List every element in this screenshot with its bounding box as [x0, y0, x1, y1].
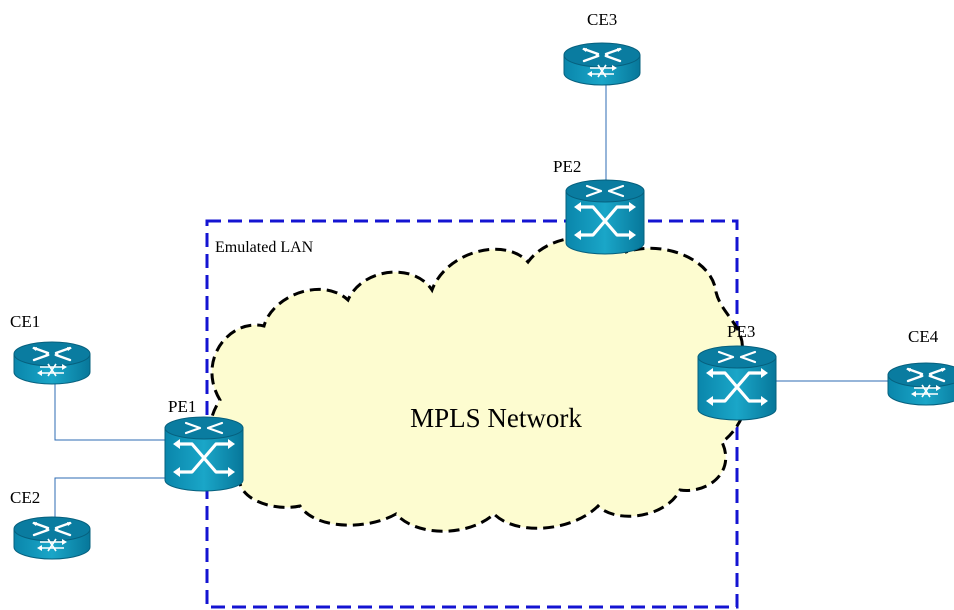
ce2-router-icon	[13, 516, 91, 560]
ce3-label: CE3	[587, 10, 617, 29]
ce4-label: CE4	[908, 327, 939, 346]
pe2-switch-icon	[565, 179, 645, 255]
ce1-label: CE1	[10, 312, 40, 331]
emulated-lan-label: Emulated LAN	[215, 239, 314, 256]
cloud-label: MPLS Network	[410, 403, 582, 433]
ce3-router-icon	[563, 42, 641, 86]
ce4-router-icon	[887, 362, 954, 406]
ce1-router-icon	[13, 341, 91, 385]
pe1-label: PE1	[168, 397, 196, 416]
mpls-cloud	[208, 235, 750, 533]
ce2-label: CE2	[10, 488, 40, 507]
pe3-switch-icon	[697, 345, 777, 421]
link-ce1-pe1	[54, 378, 170, 441]
pe2-label: PE2	[553, 157, 581, 176]
pe3-label: PE3	[727, 322, 755, 341]
link-ce2-pe1	[54, 477, 170, 522]
pe1-switch-icon	[164, 416, 244, 492]
